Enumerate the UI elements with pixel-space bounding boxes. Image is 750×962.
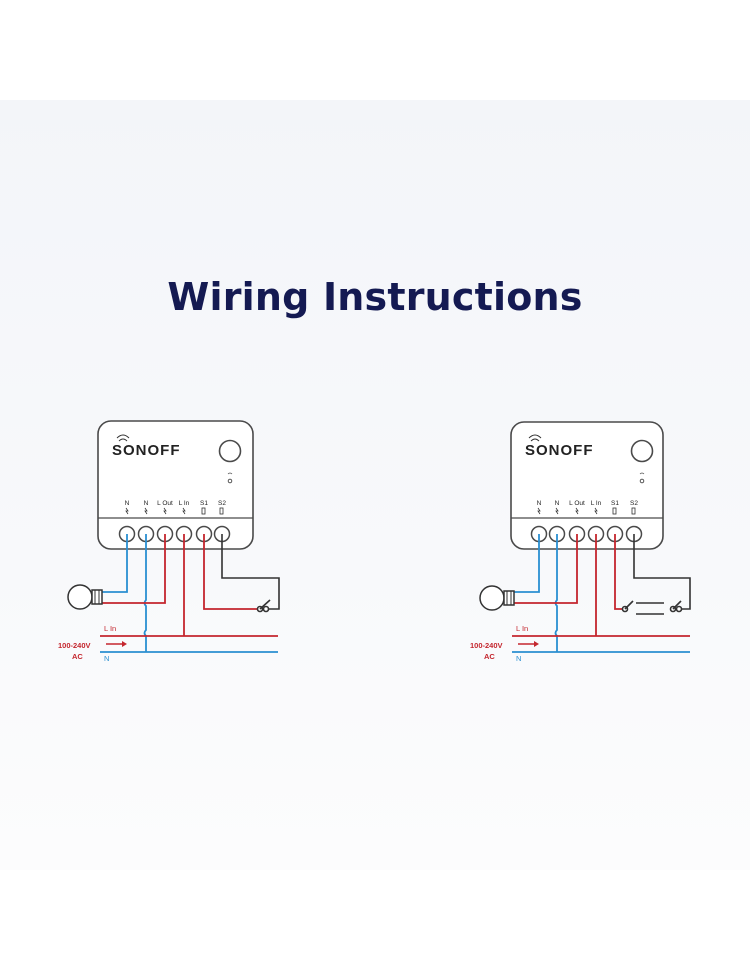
live-wires: [512, 534, 690, 637]
terminal-symbols: [125, 507, 224, 515]
light-bulb-icon: [67, 584, 103, 610]
neutral-wires: [100, 534, 278, 653]
neutral-wires: [512, 534, 690, 653]
switch-circuit: [221, 534, 280, 613]
terminal-label-n1: N: [537, 500, 542, 507]
neutral-label: N: [516, 654, 521, 663]
terminal-label-n1: N: [125, 500, 130, 507]
terminal-label-lin: L In: [179, 500, 190, 507]
terminal-label-s2: S2: [218, 500, 226, 507]
brand-logo: SONOFF: [112, 442, 181, 459]
page-title: Wiring Instructions: [167, 275, 583, 319]
terminal-label-lin: L In: [591, 500, 602, 507]
current-arrow-icon: [106, 641, 127, 647]
device-button: [218, 439, 242, 463]
device-body: [97, 420, 254, 550]
wiring-diagram-left: SONOFF N N L Out L In S1 S2: [58, 420, 280, 663]
line-in-label: L In: [516, 624, 528, 633]
terminal-label-s1: S1: [611, 500, 619, 507]
brand-logo: SONOFF: [525, 442, 594, 459]
two-way-switch-circuit: [621, 534, 691, 615]
terminal-label-lout: L Out: [157, 500, 173, 507]
terminal-label-s1: S1: [200, 500, 208, 507]
device-body: [510, 421, 664, 550]
ac-label: AC: [484, 652, 495, 661]
led-indicator-icon: [639, 472, 645, 484]
wifi-icon: [116, 434, 130, 442]
device-button: [630, 439, 654, 463]
terminal-label-s2: S2: [630, 500, 638, 507]
terminal-label-lout: L Out: [569, 500, 585, 507]
wifi-icon: [528, 434, 542, 442]
neutral-label: N: [104, 654, 109, 663]
voltage-label: 100-240V: [470, 641, 503, 650]
voltage-label: 100-240V: [58, 641, 91, 650]
ac-label: AC: [72, 652, 83, 661]
line-in-label: L In: [104, 624, 116, 633]
terminal-label-n2: N: [144, 500, 149, 507]
led-indicator-icon: [227, 472, 233, 484]
terminal-symbols: [537, 507, 636, 515]
light-bulb-icon: [479, 585, 515, 611]
terminal-label-n2: N: [555, 500, 560, 507]
wiring-diagram-right: SONOFF N N L Out L In S1 S2: [470, 421, 691, 663]
current-arrow-icon: [518, 641, 539, 647]
live-wires: [100, 534, 278, 637]
